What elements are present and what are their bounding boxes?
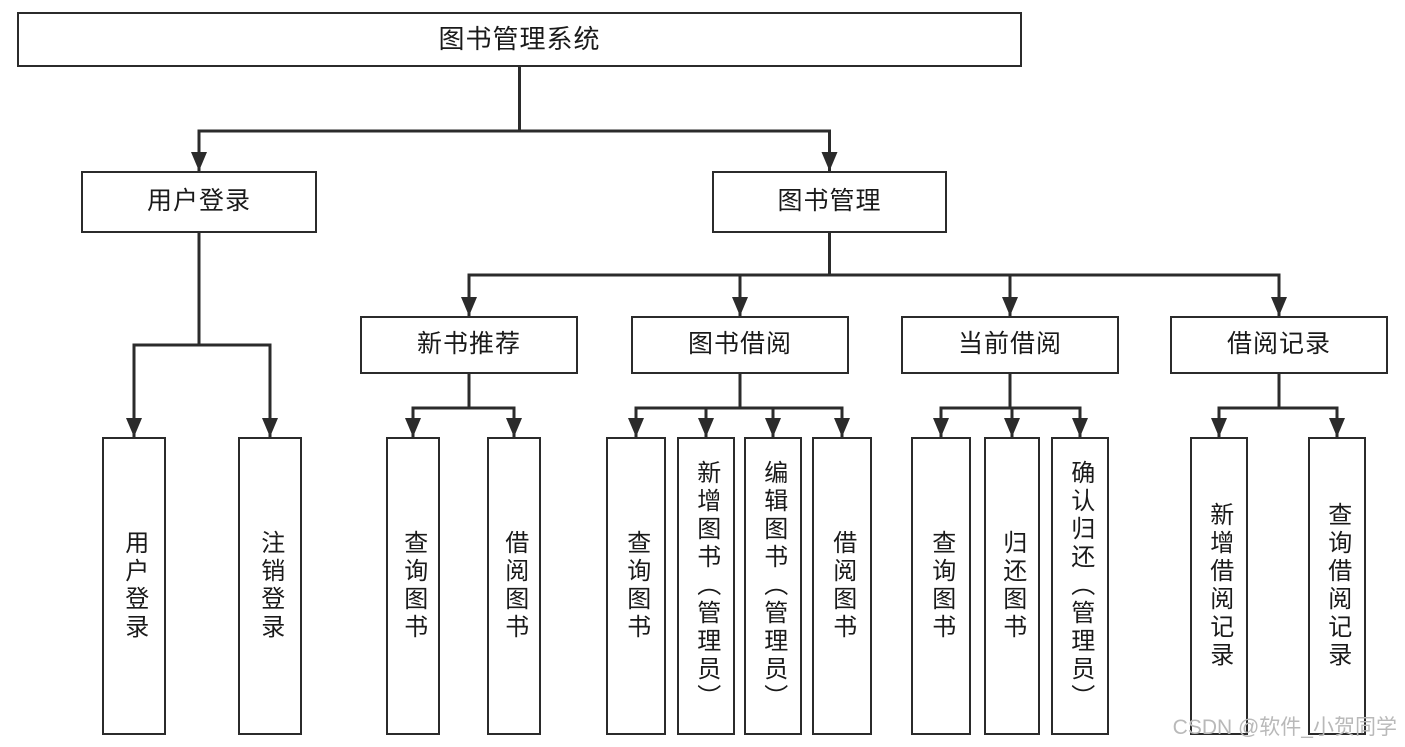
node-leaf-add-record[interactable]: 新增借阅记录 [1190,437,1248,735]
node-leaf-query-book-2-label: 查询图书 [622,530,650,642]
node-leaf-return-book-label: 归还图书 [998,530,1026,642]
node-leaf-user-login[interactable]: 用户登录 [102,437,166,735]
node-leaf-query-book-3-label: 查询图书 [927,530,955,642]
node-leaf-query-record-label: 查询借阅记录 [1323,502,1351,670]
node-leaf-add-book-label: 新增图书（管理员） [692,460,720,712]
node-borrow-record[interactable]: 借阅记录 [1170,316,1388,374]
node-leaf-borrow-book-2-label: 借阅图书 [828,530,856,642]
node-leaf-return-book[interactable]: 归还图书 [984,437,1040,735]
node-leaf-confirm-return[interactable]: 确认归还（管理员） [1051,437,1109,735]
node-current-borrow-label: 当前借阅 [957,330,1062,359]
node-new-book-recommend-label: 新书推荐 [416,330,521,359]
node-current-borrow[interactable]: 当前借阅 [901,316,1119,374]
node-leaf-logout[interactable]: 注销登录 [238,437,302,735]
node-leaf-query-book-2[interactable]: 查询图书 [606,437,666,735]
node-leaf-query-book-3[interactable]: 查询图书 [911,437,971,735]
watermark-text: CSDN @软件_小贺同学 [1172,716,1397,739]
node-leaf-borrow-book-1[interactable]: 借阅图书 [487,437,541,735]
node-leaf-query-book-1-label: 查询图书 [399,530,427,642]
node-book-manage-label: 图书管理 [777,187,882,216]
node-new-book-recommend[interactable]: 新书推荐 [360,316,578,374]
node-user-login[interactable]: 用户登录 [81,171,317,233]
node-leaf-user-login-label: 用户登录 [120,530,148,642]
node-leaf-logout-label: 注销登录 [256,530,284,642]
node-book-borrow-label: 图书借阅 [687,330,792,359]
node-leaf-edit-book-label: 编辑图书（管理员） [759,460,787,712]
node-leaf-add-book[interactable]: 新增图书（管理员） [677,437,735,735]
node-root[interactable]: 图书管理系统 [17,12,1022,67]
node-book-manage[interactable]: 图书管理 [712,171,947,233]
node-root-label: 图书管理系统 [438,24,601,55]
node-book-borrow[interactable]: 图书借阅 [631,316,849,374]
node-leaf-borrow-book-1-label: 借阅图书 [500,530,528,642]
node-leaf-confirm-return-label: 确认归还（管理员） [1066,460,1094,712]
node-user-login-label: 用户登录 [146,187,251,216]
node-leaf-edit-book[interactable]: 编辑图书（管理员） [744,437,802,735]
node-leaf-add-record-label: 新增借阅记录 [1205,502,1233,670]
node-leaf-borrow-book-2[interactable]: 借阅图书 [812,437,872,735]
node-leaf-query-record[interactable]: 查询借阅记录 [1308,437,1366,735]
node-borrow-record-label: 借阅记录 [1226,330,1331,359]
node-leaf-query-book-1[interactable]: 查询图书 [386,437,440,735]
